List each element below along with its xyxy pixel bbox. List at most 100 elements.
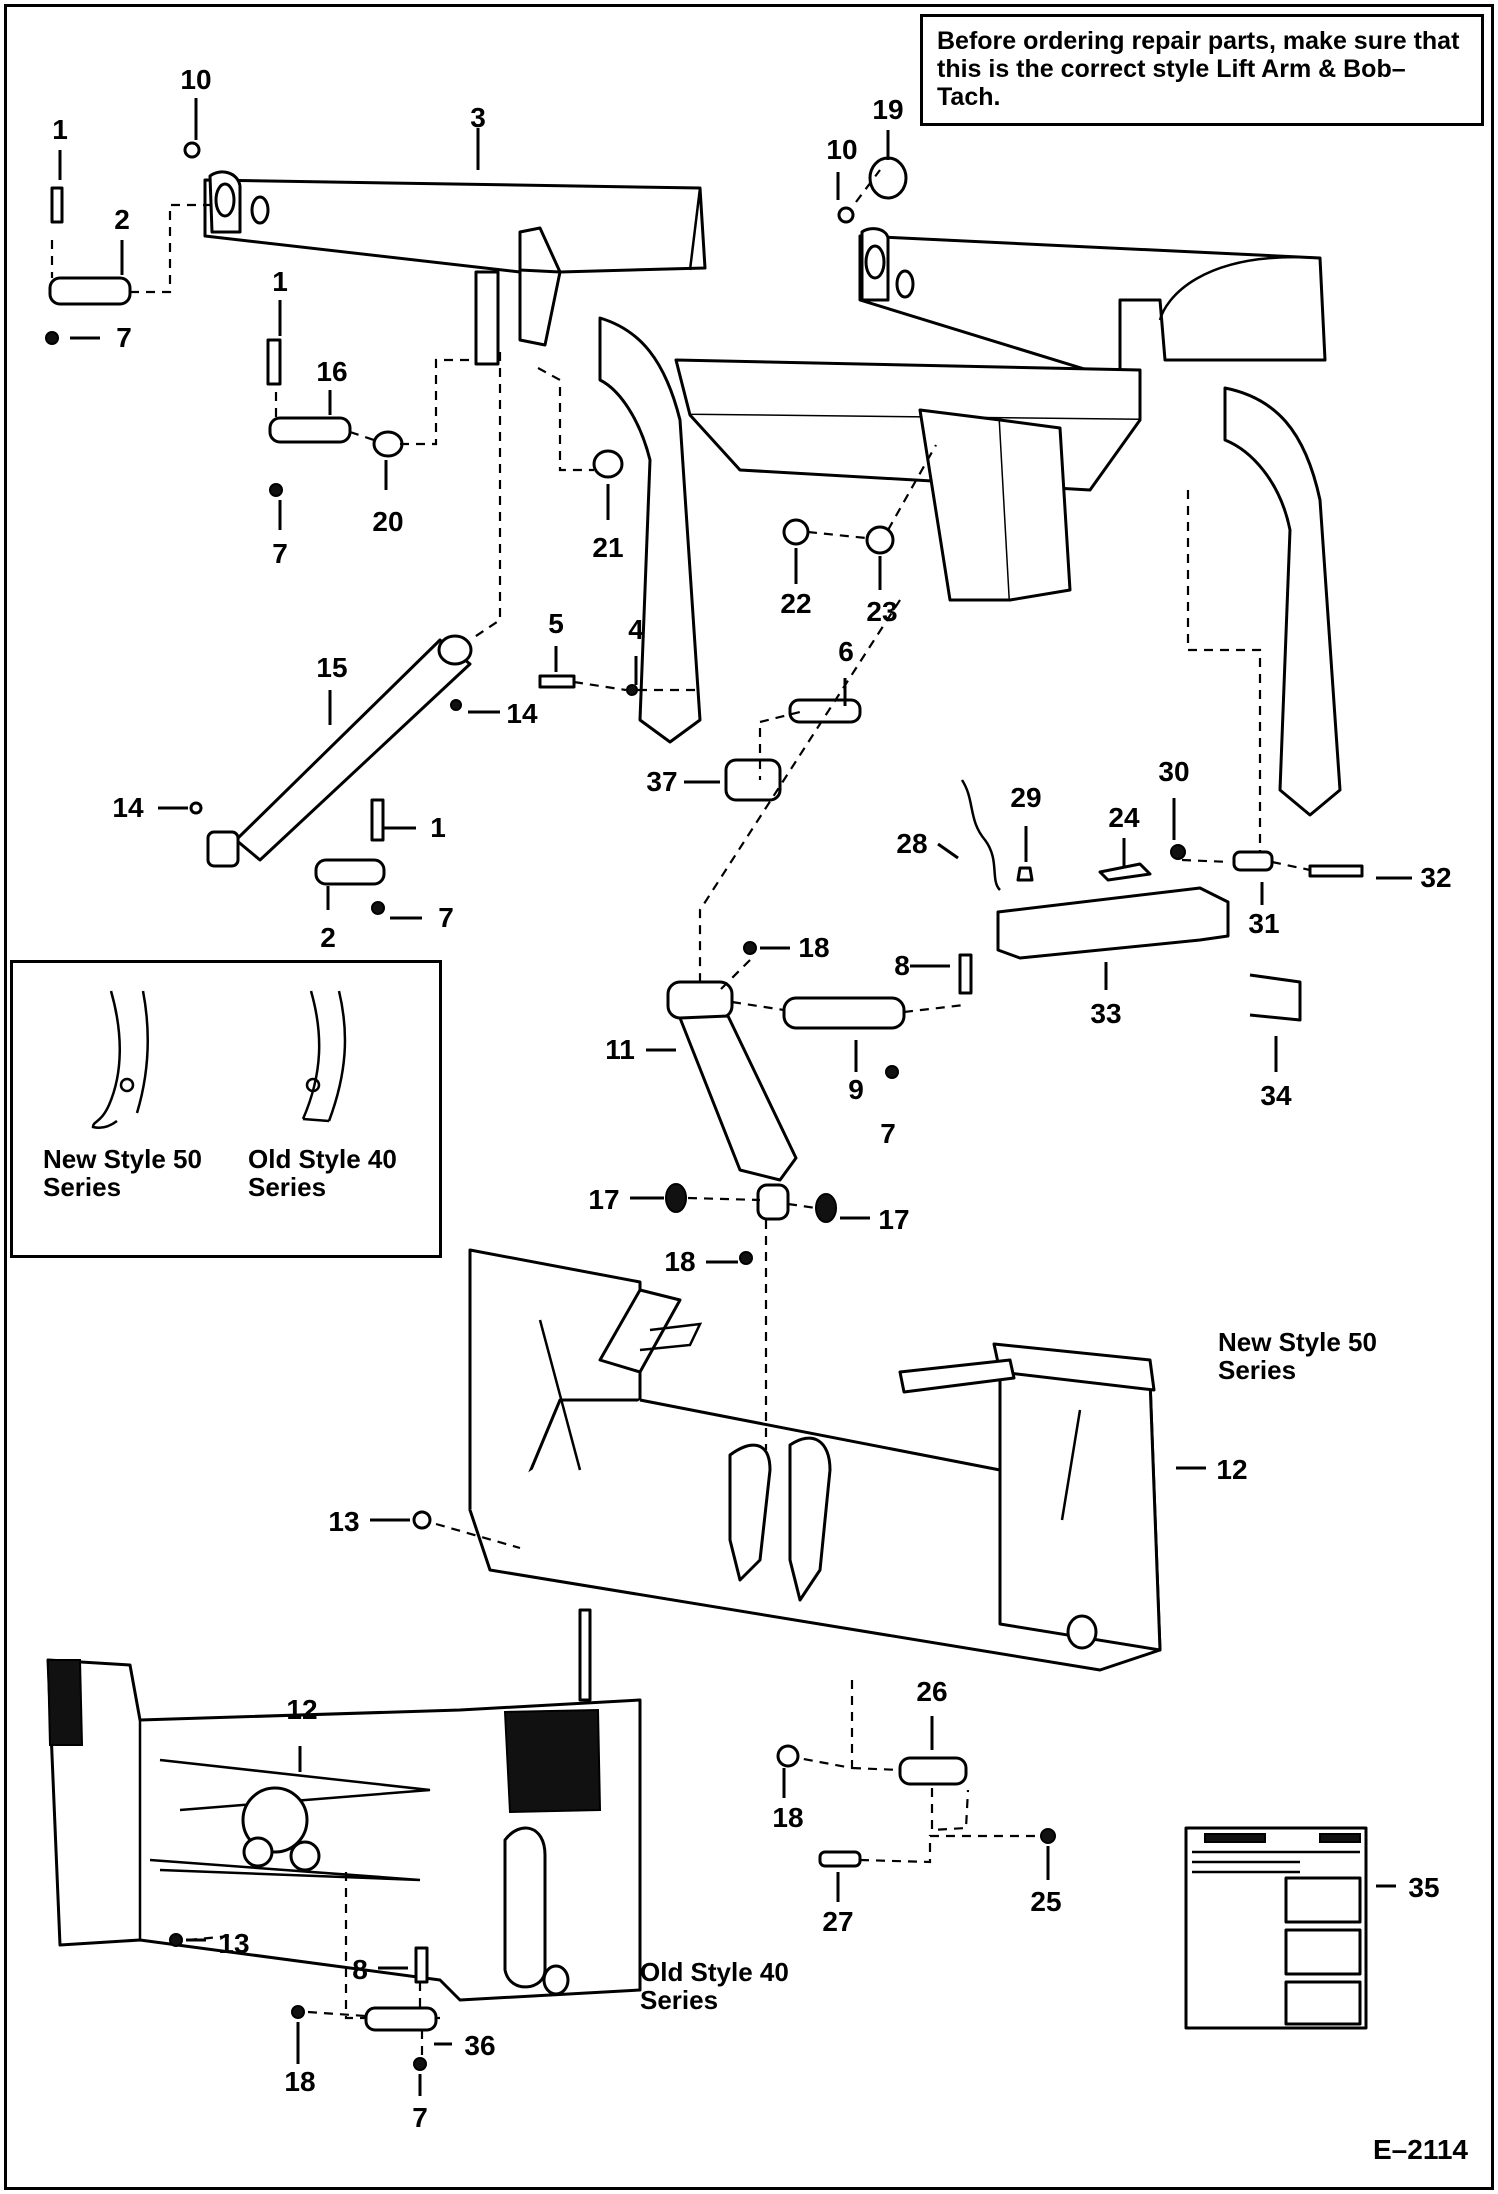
- callout-7: 7: [880, 1118, 896, 1149]
- callout-18: 18: [772, 1802, 804, 1833]
- callout-17: 17: [588, 1184, 620, 1215]
- callout-12: 12: [286, 1694, 318, 1725]
- callout-12: 12: [1216, 1454, 1248, 1485]
- callout-28: 28: [896, 828, 928, 859]
- nut-4: [626, 684, 638, 696]
- pin-9: [782, 996, 906, 1030]
- pin-36: [364, 2006, 438, 2032]
- pin-16: [268, 416, 352, 444]
- callout-5: 5: [548, 608, 564, 639]
- callout-23: 23: [866, 596, 898, 627]
- bolt-27: [818, 1850, 862, 1868]
- lift-arm-right: [674, 227, 1327, 602]
- washer-17-right: [815, 1193, 837, 1223]
- callout-33: 33: [1090, 998, 1122, 1029]
- callout-1: 1: [272, 266, 288, 297]
- callout-9: 9: [848, 1074, 864, 1105]
- callout-13: 13: [218, 1928, 250, 1959]
- callout-6: 6: [838, 636, 854, 667]
- lift-arm-left: [203, 170, 707, 366]
- lift-cylinder-15: [189, 634, 473, 868]
- callout-10: 10: [180, 64, 212, 95]
- callout-25: 25: [1030, 1886, 1062, 1917]
- bolt-1-mid: [266, 338, 282, 386]
- bolt-8-mid: [958, 953, 973, 995]
- upright-arm-right: [1223, 386, 1342, 817]
- old-style-label: Old Style 40 Series: [248, 1144, 397, 1202]
- callout-15: 15: [316, 652, 348, 683]
- callout-2: 2: [114, 204, 130, 235]
- figure-code: E–2114: [1373, 2134, 1468, 2165]
- callout-8: 8: [894, 950, 910, 981]
- callout-17: 17: [878, 1204, 910, 1235]
- callout-24: 24: [1108, 802, 1140, 833]
- fitting-13-old: [169, 1933, 183, 1947]
- callout-35: 35: [1408, 1872, 1440, 1903]
- fitting-18-upper: [743, 941, 757, 955]
- callout-11: 11: [605, 1034, 635, 1065]
- callout-10: 10: [826, 134, 858, 165]
- new-style-label: New Style 50 Series: [43, 1144, 202, 1202]
- callout-13: 13: [328, 1506, 360, 1537]
- pin-6: [788, 698, 862, 724]
- lever-link-11: [666, 980, 798, 1221]
- callout-26: 26: [916, 1676, 948, 1707]
- nut-25: [1040, 1828, 1056, 1844]
- key-24: [1098, 862, 1152, 882]
- bobtach-old-style-12: [46, 1608, 642, 2002]
- callout-32: 32: [1420, 862, 1452, 893]
- handle-33: [996, 886, 1230, 960]
- bushing-19: [868, 156, 908, 200]
- pin-2-lower: [314, 858, 386, 886]
- callout-34: 34: [1260, 1080, 1292, 1111]
- fitting-13-new: [412, 1510, 432, 1530]
- bobtach-new-style-12: [468, 1248, 1162, 1672]
- fitting-10-left: [183, 141, 201, 159]
- fitting-18-old: [291, 2005, 305, 2019]
- callout-19: 19: [872, 94, 904, 125]
- callout-1: 1: [430, 812, 446, 843]
- bushing-20: [372, 430, 404, 458]
- pin-26: [898, 1756, 968, 1786]
- bolt-1-lower: [370, 798, 385, 842]
- instructions-manual-35: [1184, 1826, 1368, 2030]
- sleeve-31: [1232, 850, 1274, 872]
- callout-36: 36: [464, 2030, 496, 2061]
- nut-30: [1170, 844, 1186, 860]
- callout-8: 8: [352, 1954, 368, 1985]
- bolt-1-top: [50, 186, 64, 224]
- nut-7-top: [45, 331, 59, 345]
- arm-style-sketches: [91, 990, 347, 1129]
- callout-7: 7: [116, 322, 132, 353]
- upright-arm-left: [598, 316, 702, 744]
- callout-1: 1: [52, 114, 68, 145]
- bolt-8-low: [414, 1946, 429, 1984]
- nut-7-lower: [371, 901, 385, 915]
- callout-21: 21: [592, 532, 624, 563]
- callout-14: 14: [506, 698, 538, 729]
- callout-16: 16: [316, 356, 348, 387]
- callout-31: 31: [1248, 908, 1280, 939]
- callout-29: 29: [1010, 782, 1042, 813]
- bushing-23: [865, 525, 895, 555]
- callout-4: 4: [628, 614, 644, 645]
- spring-28: [960, 779, 1001, 891]
- callout-20: 20: [372, 506, 404, 537]
- callout-7: 7: [438, 902, 454, 933]
- fitting-10-right: [837, 206, 855, 224]
- fitting-18-mid: [739, 1251, 753, 1265]
- fitting-29: [1016, 866, 1034, 882]
- bushing-21: [592, 449, 624, 479]
- callout-7: 7: [272, 538, 288, 569]
- callout-30: 30: [1158, 756, 1190, 787]
- nut-7-link: [885, 1065, 899, 1079]
- callout-14: 14: [112, 792, 144, 823]
- nut-7-old: [413, 2057, 427, 2071]
- nut-7-mid: [269, 483, 283, 497]
- new-style-50-label: New Style 50 Series: [1218, 1327, 1377, 1385]
- callout-18: 18: [284, 2066, 316, 2097]
- clip-34: [1249, 973, 1302, 1022]
- bolt-5: [538, 674, 576, 689]
